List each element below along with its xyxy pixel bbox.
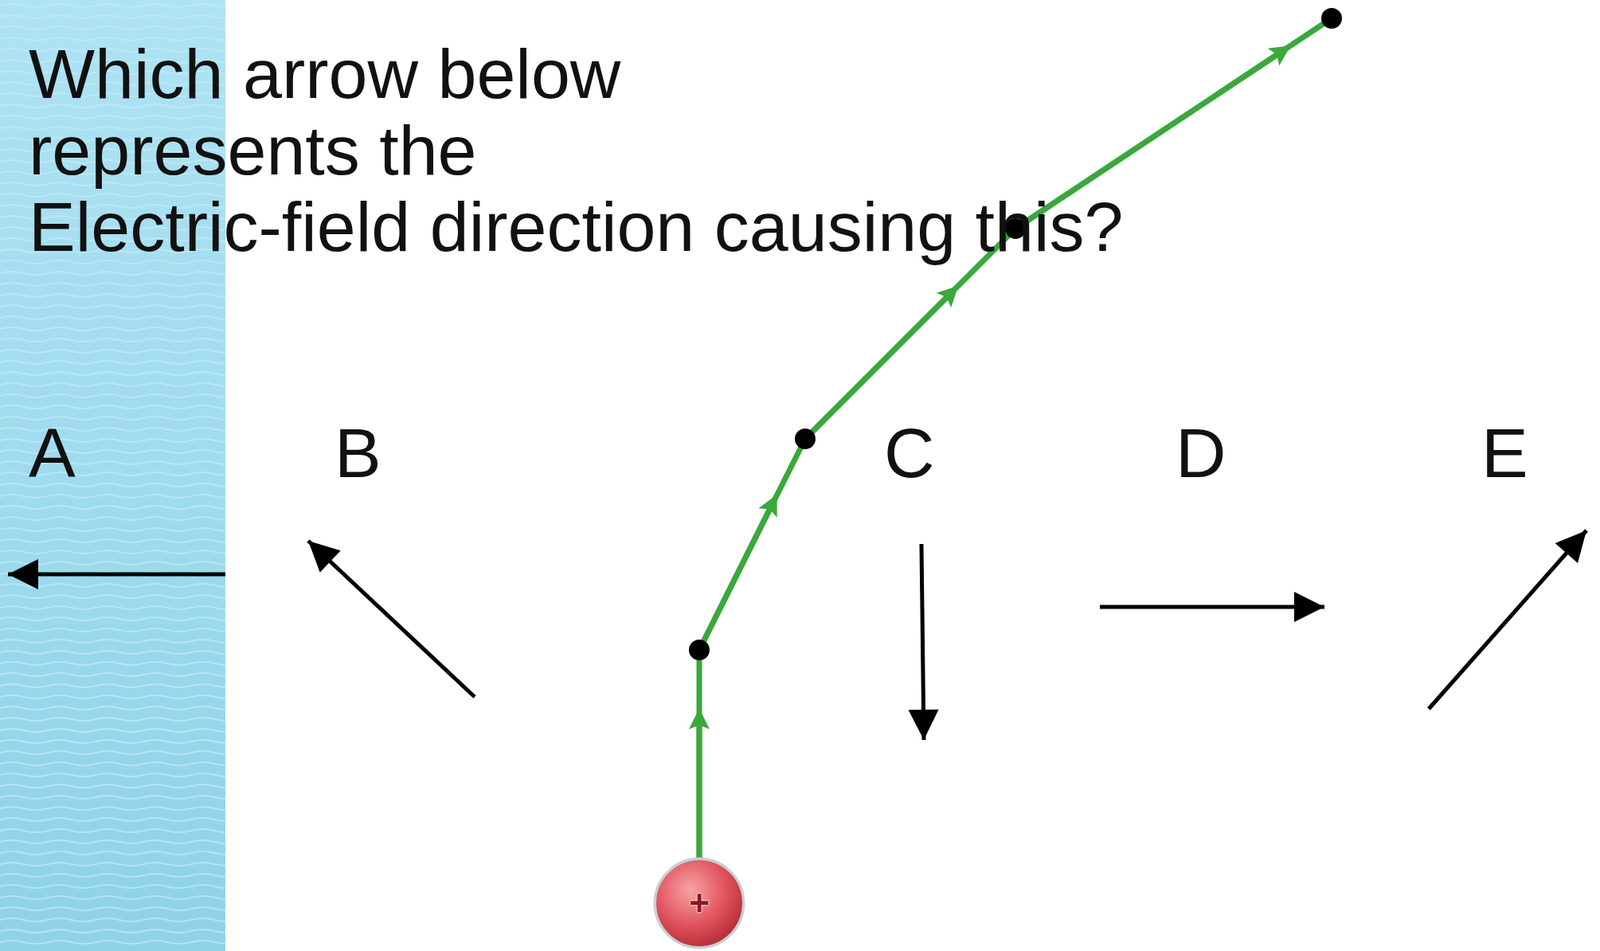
question-text: Which arrow below represents the Electri… xyxy=(28,35,1123,266)
charge-sign: + xyxy=(688,885,710,921)
choice-letter: A xyxy=(28,414,76,492)
trajectory xyxy=(699,18,1332,857)
choice-letter: B xyxy=(334,414,382,492)
choice-letter: C xyxy=(884,414,935,492)
choice-letter: E xyxy=(1481,414,1529,492)
position-dots xyxy=(688,7,1342,661)
answer-arrows xyxy=(7,530,1587,740)
choice-letter: D xyxy=(1175,414,1227,492)
charge-circle: + xyxy=(653,856,746,950)
